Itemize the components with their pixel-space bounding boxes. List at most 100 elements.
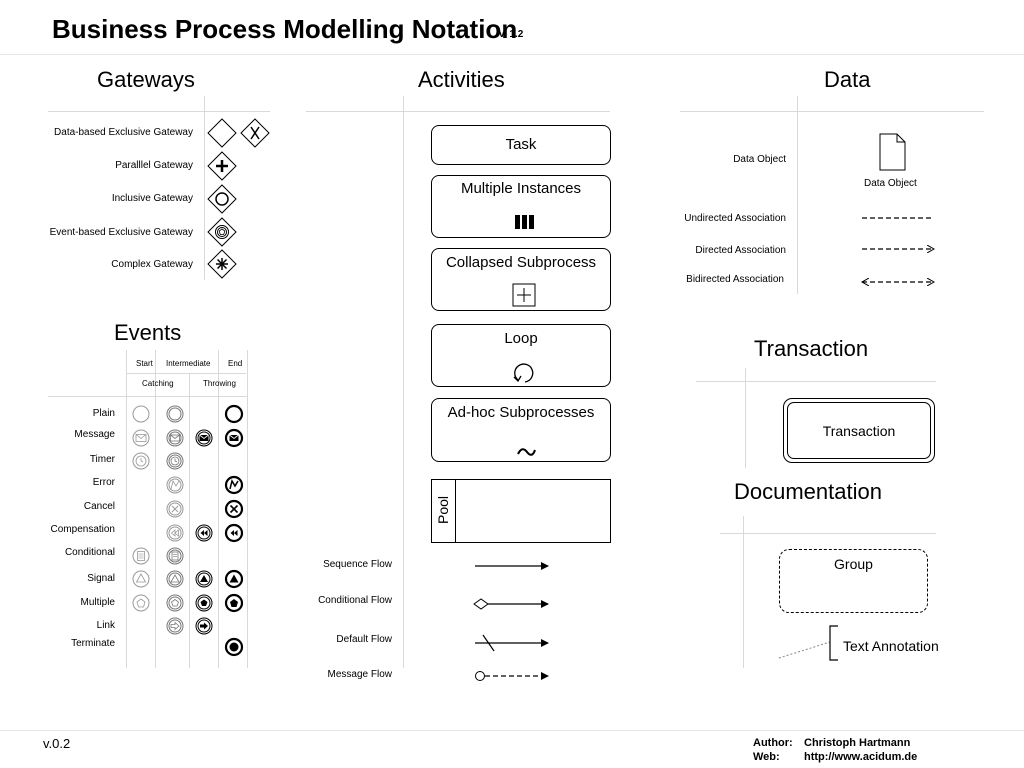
- task-label: Task: [505, 136, 537, 153]
- text-annotation-bracket: [778, 625, 838, 661]
- events-col-line-3: [189, 374, 190, 668]
- collapsed-subprocess-label: Collapsed Subprocess: [445, 254, 597, 271]
- event-conditional-start-icon: [132, 547, 150, 565]
- event-link-throwing-icon: [195, 617, 213, 635]
- event-label-compensation: Compensation: [50, 524, 115, 535]
- adhoc-subprocess-label: Ad-hoc Subprocesses: [447, 404, 595, 421]
- data-label-bidirected: Bidirected Association: [686, 274, 784, 285]
- group-box: Group: [779, 549, 928, 613]
- event-compensation-end-icon: [224, 523, 244, 543]
- events-col-start: Start: [136, 359, 153, 368]
- events-heading: Events: [114, 320, 182, 345]
- multiple-instances-marker-icon: [515, 215, 534, 229]
- pool-box: Pool: [431, 479, 611, 543]
- message-flow-arrow: [475, 671, 549, 681]
- gateway-label-inclusive: Inclusive Gateway: [111, 193, 193, 204]
- loop-marker-icon: [513, 363, 534, 383]
- documentation-header-line: [720, 533, 936, 534]
- default-flow-arrow: [475, 634, 549, 652]
- data-object-icon: [879, 133, 906, 171]
- gateways-column-line: [204, 96, 205, 280]
- events-col-end: End: [228, 359, 243, 368]
- event-message-start-icon: [132, 429, 150, 447]
- data-label-data-object: Data Object: [733, 154, 786, 165]
- event-label-link: Link: [96, 620, 115, 631]
- event-message-end-icon: [224, 428, 244, 448]
- data-heading: Data: [824, 67, 871, 92]
- event-compensation-throwing-icon: [195, 524, 213, 542]
- event-signal-end-icon: [224, 569, 244, 589]
- flow-label-sequence: Sequence Flow: [323, 559, 392, 570]
- conditional-flow-arrow: [473, 598, 549, 610]
- gateway-exclusive-x-icon: [240, 118, 270, 148]
- event-multiple-end-icon: [224, 593, 244, 613]
- flow-label-default: Default Flow: [336, 634, 392, 645]
- title-version: v. 1.2: [499, 29, 524, 40]
- event-message-throwing-icon: [195, 429, 213, 447]
- data-label-directed: Directed Association: [695, 245, 786, 256]
- gateway-label-exclusive: Data-based Exclusive Gateway: [54, 127, 193, 138]
- event-signal-catching-icon: [166, 570, 184, 588]
- event-error-end-icon: [224, 475, 244, 495]
- event-signal-throwing-icon: [195, 570, 213, 588]
- events-col-line-2: [155, 350, 156, 668]
- gateway-parallel-icon: [207, 151, 237, 181]
- event-timer-start-icon: [132, 452, 150, 470]
- event-link-catching-icon: [166, 617, 184, 635]
- task-box: Task: [431, 125, 611, 165]
- event-label-error: Error: [92, 477, 115, 488]
- event-label-plain: Plain: [92, 408, 115, 419]
- event-multiple-catching-icon: [166, 594, 184, 612]
- gateway-exclusive-diamond-icon: [207, 118, 237, 148]
- gateway-label-complex: Complex Gateway: [111, 259, 193, 270]
- gateways-heading: Gateways: [97, 67, 195, 92]
- footer-web-value: http://www.acidum.de: [804, 751, 918, 763]
- flow-label-message: Message Flow: [327, 669, 392, 680]
- events-col-line-5: [247, 350, 248, 668]
- event-label-multiple: Multiple: [80, 597, 115, 608]
- footer-divider: [0, 730, 1024, 731]
- transaction-header-line: [696, 381, 936, 382]
- gateways-header-line: [48, 111, 270, 112]
- events-header-line: [48, 396, 248, 397]
- footer-version: v.0.2: [43, 736, 71, 751]
- events-col-catching: Catching: [142, 379, 174, 388]
- event-compensation-catching-icon: [166, 524, 184, 542]
- events-col-intermediate: Intermediate: [166, 359, 211, 368]
- event-plain-intermediate-icon: [166, 405, 184, 423]
- flow-label-conditional: Conditional Flow: [318, 595, 392, 606]
- event-cancel-end-icon: [224, 499, 244, 519]
- events-col-line-1: [126, 350, 127, 668]
- gateway-complex-icon: [207, 249, 237, 279]
- events-col-line-4: [218, 350, 219, 668]
- event-error-catching-icon: [166, 476, 184, 494]
- adhoc-tilde-icon: [517, 448, 536, 456]
- pool-lane-header: Pool: [432, 480, 456, 542]
- transaction-box: Transaction: [783, 398, 935, 463]
- event-label-signal: Signal: [87, 573, 115, 584]
- events-col-throwing: Throwing: [203, 379, 236, 388]
- data-column-line: [797, 96, 798, 294]
- event-plain-start-icon: [132, 405, 150, 423]
- title-divider: [0, 54, 1024, 55]
- text-annotation-label: Text Annotation: [843, 638, 939, 654]
- group-label: Group: [834, 556, 873, 572]
- event-plain-end-icon: [224, 404, 244, 424]
- data-object-caption: Data Object: [864, 178, 917, 189]
- event-timer-catching-icon: [166, 452, 184, 470]
- activities-column-line: [403, 96, 404, 668]
- multiple-instances-box: Multiple Instances: [431, 175, 611, 238]
- footer-author-value: Christoph Hartmann: [804, 737, 911, 749]
- transaction-heading: Transaction: [754, 336, 869, 361]
- event-conditional-catching-icon: [166, 547, 184, 565]
- loop-label: Loop: [504, 330, 538, 347]
- collapsed-subprocess-box: Collapsed Subprocess: [431, 248, 611, 311]
- documentation-column-line: [743, 516, 744, 668]
- data-header-line: [680, 111, 984, 112]
- adhoc-subprocess-box: Ad-hoc Subprocesses: [431, 398, 611, 462]
- event-label-message: Message: [74, 429, 115, 440]
- collapsed-subprocess-plus-icon: [512, 283, 536, 307]
- event-label-terminate: Terminate: [71, 638, 115, 649]
- event-terminate-end-icon: [224, 637, 244, 657]
